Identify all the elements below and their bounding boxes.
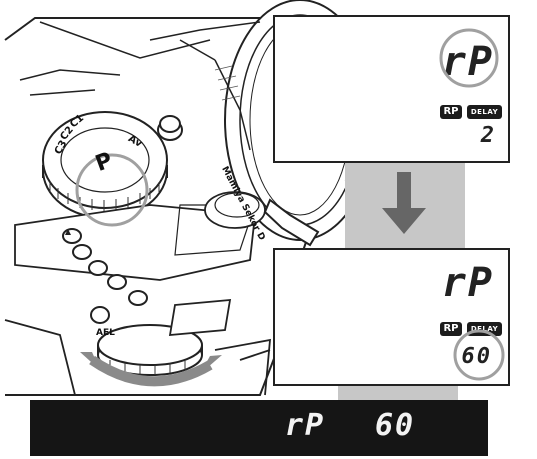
highlight-circle <box>453 329 505 381</box>
lcd-mode-text: rP <box>441 260 494 306</box>
highlight-circle <box>439 28 499 88</box>
rp-badge: RP <box>440 105 462 119</box>
delay-badge: DELAY <box>467 105 502 119</box>
lcd-panel-top: rP RP DELAY 2 <box>273 15 510 163</box>
ael-label: AEL <box>96 328 115 338</box>
status-value: 60 <box>375 408 416 443</box>
lcd-panel-bottom: rP RP DELAY 60 <box>273 248 510 386</box>
lcd-value: 2 <box>480 123 496 148</box>
status-bar: rP 60 <box>30 400 488 456</box>
lcd-value: 60 <box>461 344 492 369</box>
rp-badge: RP <box>440 322 462 336</box>
status-mode-text: rP <box>285 408 326 443</box>
